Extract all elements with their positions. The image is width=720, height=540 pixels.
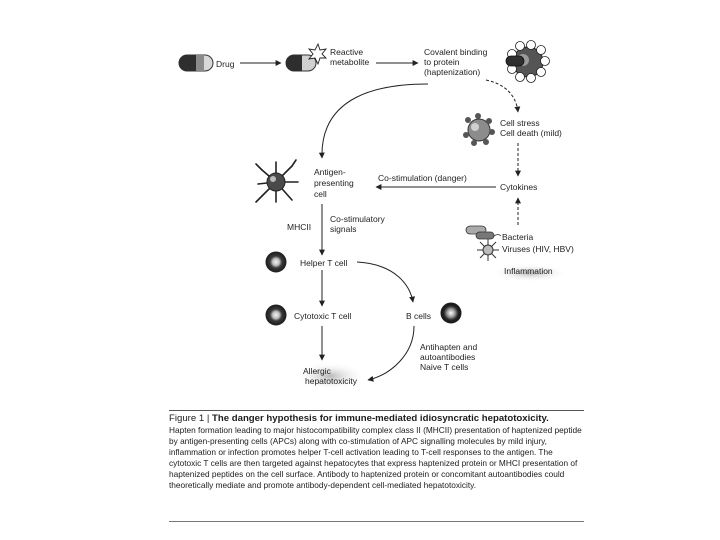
virus-icon — [477, 239, 499, 261]
bacteria-label: Bacteria — [502, 232, 533, 242]
bacteria-icon — [465, 225, 502, 240]
reactive-label: Reactive — [330, 47, 363, 57]
arrow-binding-to-apc — [318, 83, 429, 159]
caption-title-line: Figure 1 | The danger hypothesis for imm… — [169, 413, 584, 425]
haptenized-protein-icon — [505, 40, 550, 83]
naive-t-cells-label: Naive T cells — [420, 362, 468, 372]
apc-label-line2: presenting — [314, 178, 354, 188]
b-cell-icon — [440, 302, 462, 324]
costimulation-danger-label: Co-stimulation (danger) — [378, 173, 467, 183]
dendritic-cell-icon — [255, 159, 299, 203]
caption-top-rule — [169, 410, 584, 411]
helper-t-cell-label: Helper T cell — [300, 258, 348, 268]
apc-label-line3: cell — [314, 189, 327, 199]
hepatotoxicity-label: hepatotoxicity — [305, 376, 358, 386]
helper-t-cell-icon — [265, 251, 287, 273]
arrow-helper-to-b-cells — [356, 261, 416, 303]
apc-label-line1: Antigen- — [314, 167, 346, 177]
covalent-binding-label: Covalent binding — [424, 47, 488, 57]
figure-caption: Figure 1 | The danger hypothesis for imm… — [169, 413, 584, 491]
b-cells-label: B cells — [406, 311, 431, 321]
inflammation-label: Inflammation — [504, 266, 553, 276]
cell-death-label: Cell death (mild) — [500, 128, 562, 138]
caption-body: Hapten formation leading to major histoc… — [169, 425, 582, 490]
allergic-label: Allergic — [303, 366, 332, 376]
figure-title: The danger hypothesis for immune-mediate… — [212, 413, 549, 424]
arrow-binding-to-cell-stress — [485, 79, 521, 113]
drug-label: Drug — [216, 59, 235, 69]
costimulatory-label: Co-stimulatory — [330, 214, 386, 224]
mhcii-label: MHCII — [287, 222, 311, 232]
autoantibodies-label: autoantibodies — [420, 352, 475, 362]
antihapten-label: Antihapten and — [420, 342, 477, 352]
caption-bottom-rule — [169, 521, 584, 522]
cell-stress-label: Cell stress — [500, 118, 540, 128]
metabolite-label: metabolite — [330, 57, 369, 67]
stressed-cell-icon — [463, 113, 495, 146]
arrow-b-cells-to-hepatotoxicity — [367, 325, 415, 382]
cytotoxic-t-cell-label: Cytotoxic T cell — [294, 311, 351, 321]
cytokines-label: Cytokines — [500, 182, 537, 192]
figure-number: Figure 1 | — [169, 413, 210, 424]
signals-label: signals — [330, 224, 356, 234]
drug-capsule-icon — [178, 54, 214, 72]
to-protein-label: to protein — [424, 57, 460, 67]
cytotoxic-t-cell-icon — [265, 304, 287, 326]
inflammation-glow — [492, 264, 568, 282]
hepatotoxicity-glow — [294, 362, 366, 390]
haptenization-label: (haptenization) — [424, 67, 480, 77]
reactive-metabolite-icon — [285, 42, 328, 72]
viruses-label: Viruses (HIV, HBV) — [502, 244, 574, 254]
